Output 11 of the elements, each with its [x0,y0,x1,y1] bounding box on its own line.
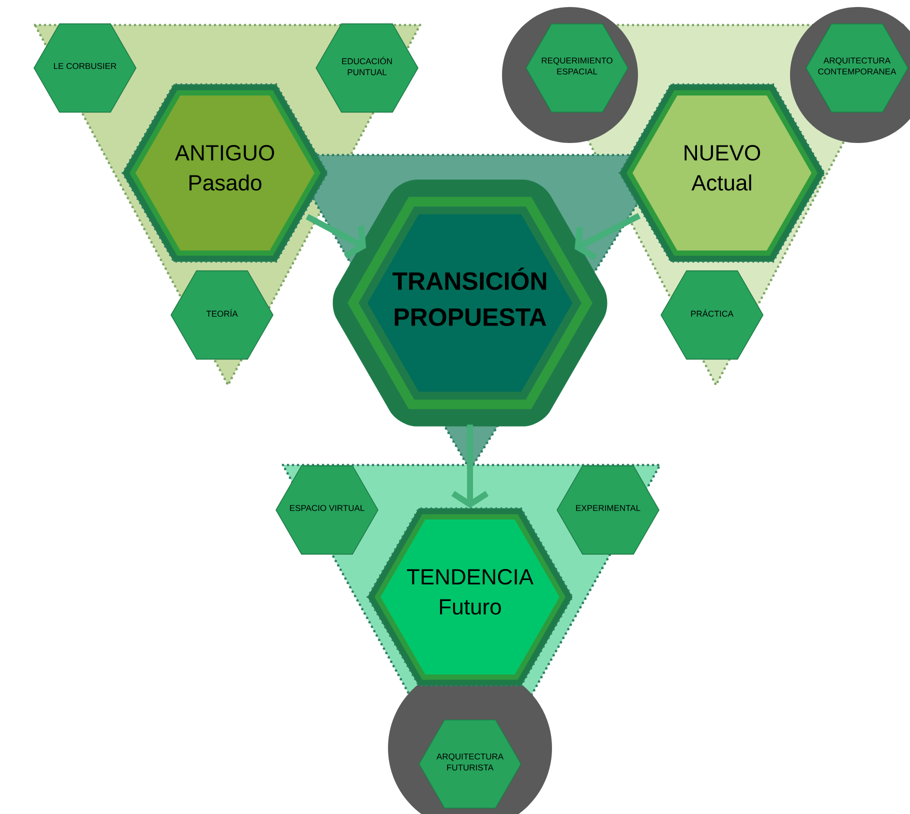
hexagon: LE CORBUSIER [34,23,136,113]
hexagon: PRÁCTICA [660,270,764,360]
hexagon: EXPERIMENTAL [556,465,660,555]
hexagon: TRANSICIÓN PROPUESTA [332,180,608,426]
hexagon: ESPACIO VIRTUAL [276,465,378,555]
hexagon: TEORÍA [170,270,274,360]
hexagon: EDUCACIÓN PUNTUAL [316,23,418,113]
hexagon: REQUERIMIENTO ESPACIAL [526,23,628,113]
chevron-arrow [451,424,489,508]
hexagon: ARQUITECTURA FUTURISTA [418,719,522,809]
hexagon: ARQUITECTURA CONTEMPORANEA [806,23,908,113]
